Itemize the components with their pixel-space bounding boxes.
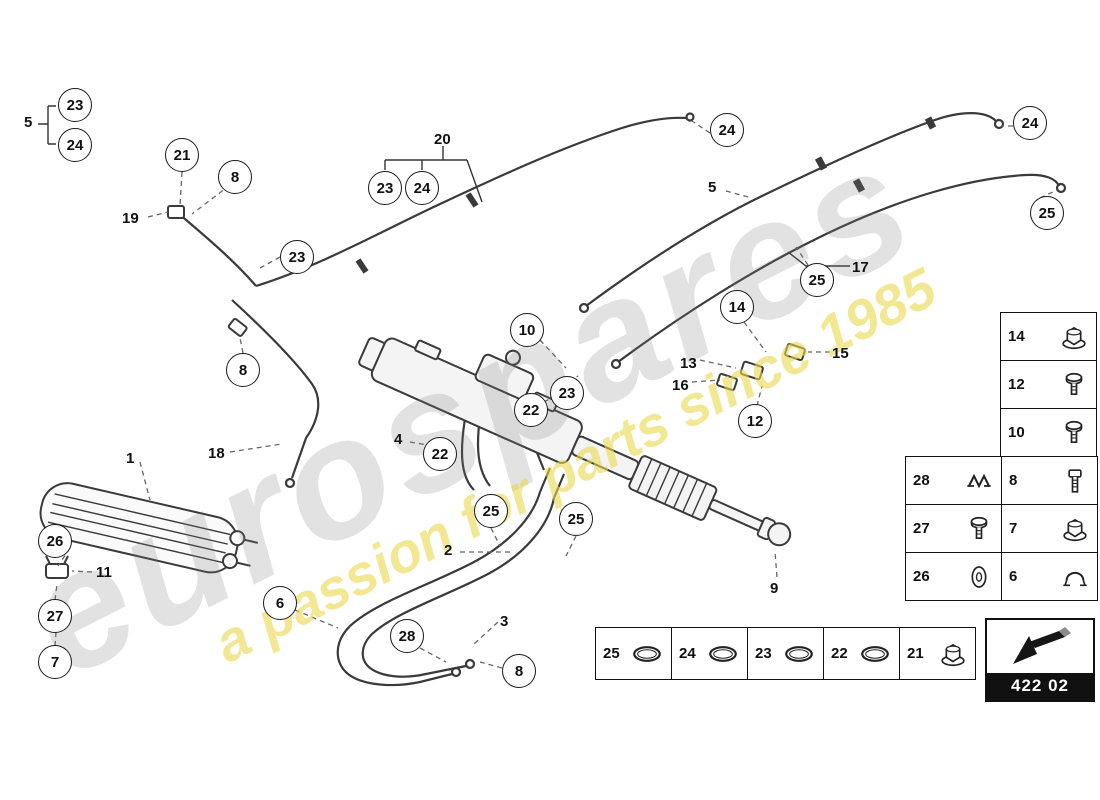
callout-25[interactable]: 25 [1030, 196, 1064, 230]
part-label-1: 1 [126, 450, 135, 467]
part-number: 28 [913, 472, 930, 489]
callout-24[interactable]: 24 [1013, 106, 1047, 140]
callout-8[interactable]: 8 [502, 654, 536, 688]
fastener-legend-lower: 28 8 27 7 26 6 [905, 456, 1098, 601]
bolt-icon [1060, 466, 1090, 496]
o-ring-icon [630, 641, 664, 667]
callout-25[interactable]: 25 [800, 263, 834, 297]
spring-clamp-icon [964, 466, 994, 496]
fastener-legend-upper: 14 12 10 [1000, 312, 1097, 457]
part-label-19: 19 [122, 210, 139, 227]
diagram-code: 422 02 [987, 673, 1093, 700]
direction-arrow-icon [987, 620, 1093, 673]
part-label-3: 3 [500, 613, 509, 630]
callout-26[interactable]: 26 [38, 524, 72, 558]
callout-28[interactable]: 28 [390, 619, 424, 653]
legend-cell-12[interactable]: 12 [1000, 360, 1097, 409]
part-label-5: 5 [708, 179, 717, 196]
legend-cell-27[interactable]: 27 [905, 504, 1002, 553]
part-label-15: 15 [832, 345, 849, 362]
part-number: 24 [679, 645, 696, 662]
seal-legend-strip: 25 24 23 22 21 [595, 627, 976, 680]
callout-8[interactable]: 8 [218, 160, 252, 194]
callout-12[interactable]: 12 [738, 404, 772, 438]
callout-22[interactable]: 22 [423, 437, 457, 471]
legend-cell-21[interactable]: 21 [899, 627, 976, 680]
legend-cell-28[interactable]: 28 [905, 456, 1002, 505]
part-number: 14 [1008, 328, 1025, 345]
part-label-17: 17 [852, 259, 869, 276]
callout-24[interactable]: 24 [58, 128, 92, 162]
callout-8[interactable]: 8 [226, 353, 260, 387]
legend-cell-24[interactable]: 24 [671, 627, 748, 680]
part-number: 22 [831, 645, 848, 662]
callout-6[interactable]: 6 [263, 586, 297, 620]
o-ring-icon [858, 641, 892, 667]
callout-22[interactable]: 22 [514, 393, 548, 427]
callout-23[interactable]: 23 [550, 376, 584, 410]
part-number: 8 [1009, 472, 1018, 489]
part-label-11: 11 [96, 564, 112, 581]
callout-23[interactable]: 23 [58, 88, 92, 122]
legend-cell-22[interactable]: 22 [823, 627, 900, 680]
part-number: 27 [913, 520, 930, 537]
callout-25[interactable]: 25 [474, 494, 508, 528]
washer-icon [964, 562, 994, 592]
part-label-4: 4 [394, 431, 403, 448]
callout-10[interactable]: 10 [510, 313, 544, 347]
part-number: 6 [1009, 568, 1018, 585]
hose-clamp-icon [1060, 562, 1090, 592]
part-label-13: 13 [680, 355, 697, 372]
part-number: 21 [907, 645, 924, 662]
part-number: 10 [1008, 424, 1025, 441]
part-label-20: 20 [434, 131, 451, 148]
callout-24[interactable]: 24 [710, 113, 744, 147]
legend-cell-23[interactable]: 23 [747, 627, 824, 680]
legend-cell-7[interactable]: 7 [1001, 504, 1098, 553]
legend-cell-26[interactable]: 26 [905, 552, 1002, 601]
part-number: 7 [1009, 520, 1018, 537]
part-label-5: 5 [24, 114, 33, 131]
part-number: 12 [1008, 376, 1025, 393]
callout-7[interactable]: 7 [38, 645, 72, 679]
callout-14[interactable]: 14 [720, 290, 754, 324]
flange-nut-icon [938, 639, 968, 669]
part-label-9: 9 [770, 580, 779, 597]
legend-cell-10[interactable]: 10 [1000, 408, 1097, 457]
legend-cell-6[interactable]: 6 [1001, 552, 1098, 601]
o-ring-icon [706, 641, 740, 667]
callout-23[interactable]: 23 [280, 240, 314, 274]
part-label-18: 18 [208, 445, 225, 462]
part-number: 25 [603, 645, 620, 662]
diagram-code-badge: 422 02 [985, 618, 1095, 702]
o-ring-icon [782, 641, 816, 667]
legend-cell-14[interactable]: 14 [1000, 312, 1097, 361]
callout-24[interactable]: 24 [405, 171, 439, 205]
flange-nut-icon [1060, 514, 1090, 544]
callout-25[interactable]: 25 [559, 502, 593, 536]
callout-23[interactable]: 23 [368, 171, 402, 205]
part-number: 26 [913, 568, 930, 585]
callout-27[interactable]: 27 [38, 599, 72, 633]
part-label-16: 16 [672, 377, 689, 394]
legend-cell-8[interactable]: 8 [1001, 456, 1098, 505]
torx-screw-icon [1059, 418, 1089, 448]
flange-nut-icon [1059, 322, 1089, 352]
torx-screw-icon [1059, 370, 1089, 400]
part-label-2: 2 [444, 542, 453, 559]
part-number: 23 [755, 645, 772, 662]
callout-21[interactable]: 21 [165, 138, 199, 172]
torx-screw-icon [964, 514, 994, 544]
legend-cell-25[interactable]: 25 [595, 627, 672, 680]
